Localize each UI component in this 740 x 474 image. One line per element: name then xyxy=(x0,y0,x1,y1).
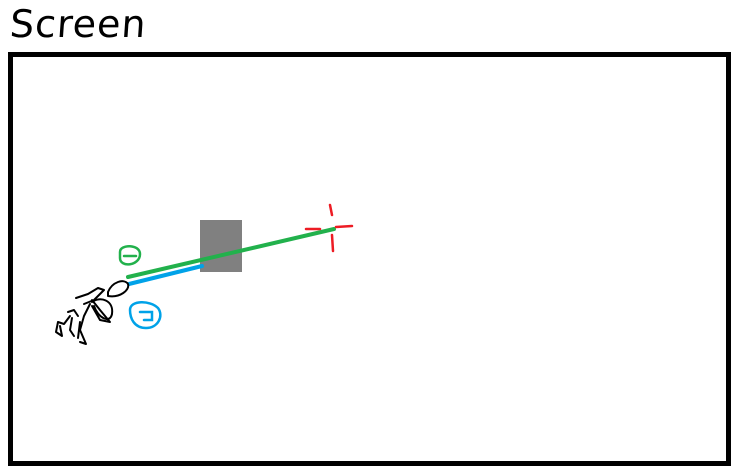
green-marker-icon xyxy=(118,245,142,266)
green-ray xyxy=(126,227,336,279)
screen-frame xyxy=(8,52,731,466)
blue-marker-icon xyxy=(128,301,162,330)
blue-ray xyxy=(127,264,204,286)
obstacle-box xyxy=(200,220,242,272)
crosshair-icon xyxy=(304,203,354,253)
stick-figure-icon xyxy=(55,280,130,345)
